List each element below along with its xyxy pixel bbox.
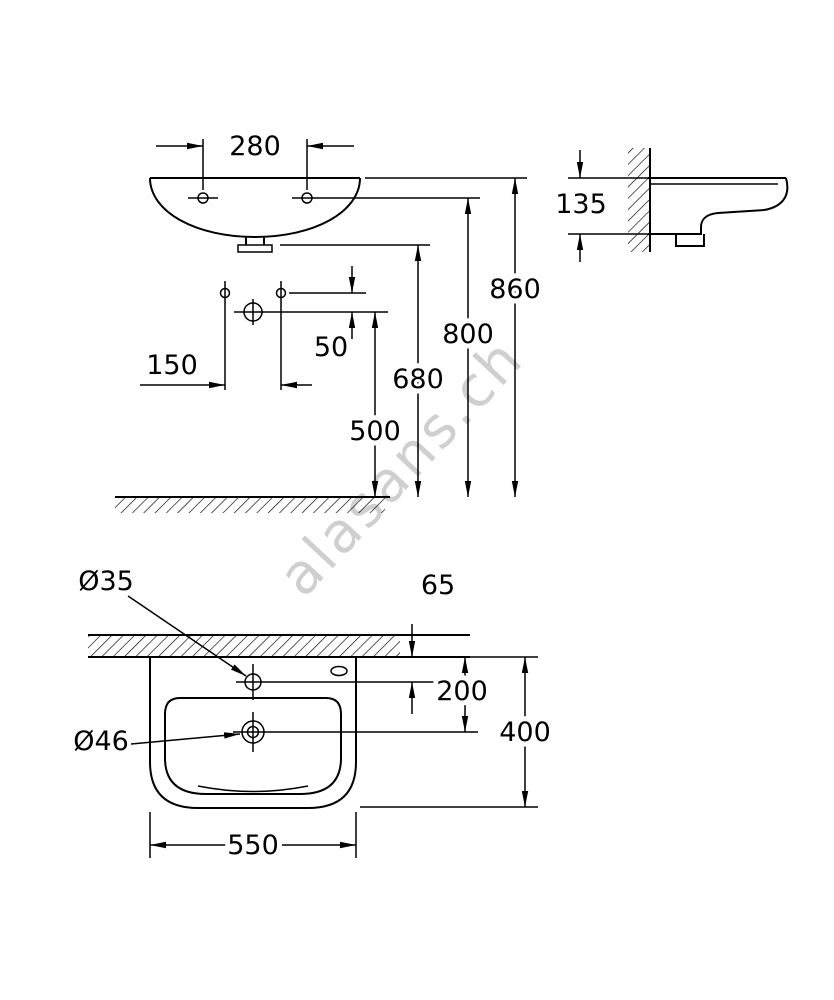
brand-mark <box>330 665 348 677</box>
floor-hatch <box>115 497 385 513</box>
dim-label-135: 135 <box>555 189 607 220</box>
dim-label-800: 800 <box>442 319 494 350</box>
leader-line-d35 <box>127 595 247 677</box>
plan-view: Ø35 Ø46 65 200 400 550 <box>68 561 556 866</box>
callout-label-d35: Ø35 <box>78 566 134 597</box>
basin-front-outline <box>149 177 361 239</box>
dim-label-65: 65 <box>421 570 455 601</box>
front-view: 280 50 150 500 680 800 <box>115 126 546 513</box>
dim-label-400: 400 <box>499 717 551 748</box>
basin-side-outline <box>648 177 789 235</box>
dim-label-550: 550 <box>227 830 279 861</box>
dim-label-280: 280 <box>229 131 281 162</box>
trap-flange <box>237 244 273 253</box>
wall-hatch-band <box>88 635 400 657</box>
dim-label-200: 200 <box>436 676 488 707</box>
dim-label-50: 50 <box>314 332 348 363</box>
leader-line-d46 <box>130 732 241 745</box>
dim-label-860: 860 <box>489 274 541 305</box>
side-view: 135 <box>550 148 789 262</box>
dim-label-150: 150 <box>146 350 198 381</box>
wall-hatch <box>628 148 650 252</box>
waste-trap-outline <box>237 237 273 253</box>
callout-label-d46: Ø46 <box>73 726 129 757</box>
basin-bowl-outline <box>164 697 342 795</box>
outlet-tab <box>675 234 705 247</box>
basin-plan-outline <box>149 657 357 809</box>
dim-label-680: 680 <box>392 364 444 395</box>
dim-label-500: 500 <box>349 416 401 447</box>
bowl-floor-line <box>197 785 309 793</box>
